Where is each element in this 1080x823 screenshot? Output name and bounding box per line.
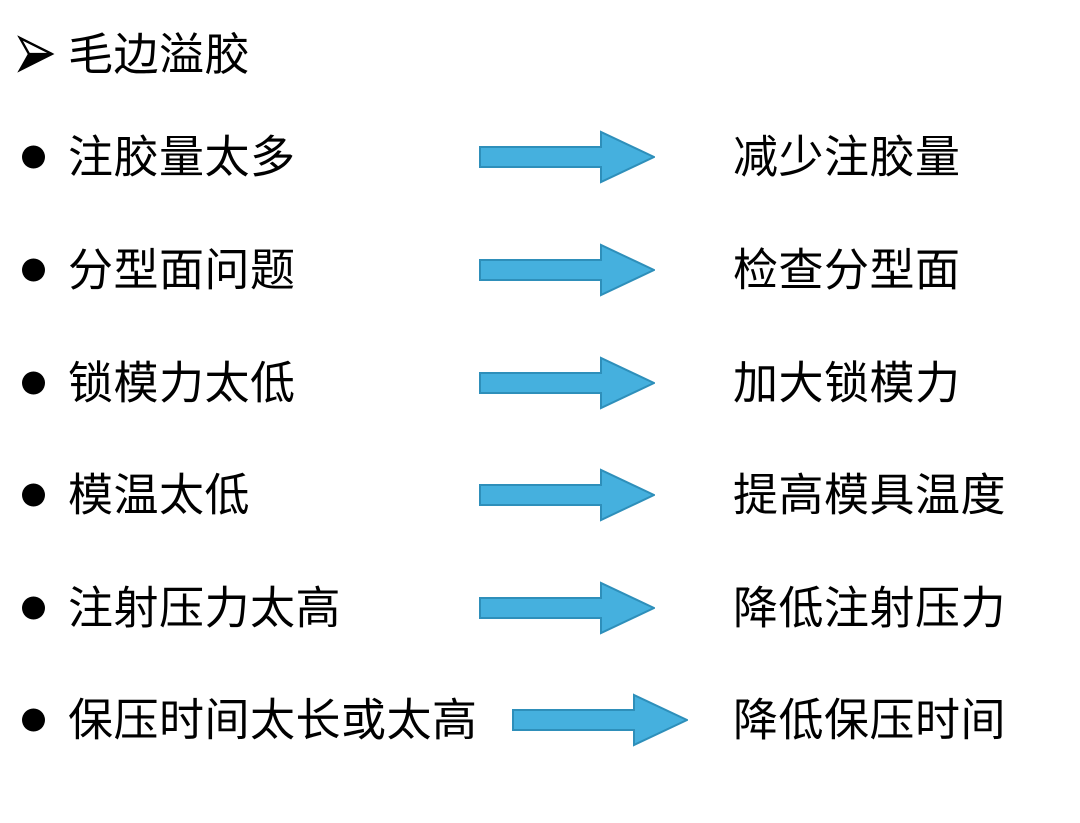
filled-circle-bullet-icon <box>22 483 45 507</box>
defect-row: 模温太低 提高模具温度 <box>0 445 1080 545</box>
heading-text: 毛边溢胶 <box>68 28 251 80</box>
right-arrow-icon <box>479 580 655 636</box>
filled-circle-bullet-icon <box>22 371 45 395</box>
remedy-text: 检查分型面 <box>733 244 961 296</box>
remedy-text: 减少注胶量 <box>733 131 961 183</box>
cause-text: 注射压力太高 <box>68 582 342 634</box>
filled-circle-bullet-icon <box>22 145 45 169</box>
right-arrow-icon <box>479 467 655 523</box>
heading-row: 毛边溢胶 <box>0 18 1080 90</box>
defect-row: 锁模力太低 加大锁模力 <box>0 333 1080 433</box>
filled-circle-bullet-icon <box>22 596 45 620</box>
chevron-arrowhead-bullet-icon <box>14 32 58 76</box>
defect-row: 注射压力太高 降低注射压力 <box>0 558 1080 658</box>
right-arrow-icon <box>512 692 688 748</box>
right-arrow-icon <box>479 242 655 298</box>
remedy-text: 提高模具温度 <box>733 469 1007 521</box>
remedy-text: 加大锁模力 <box>733 357 961 409</box>
filled-circle-bullet-icon <box>22 708 45 732</box>
defect-row: 保压时间太长或太高 降低保压时间 <box>0 670 1080 770</box>
remedy-text: 降低保压时间 <box>733 694 1007 746</box>
cause-text: 分型面问题 <box>68 244 296 296</box>
cause-text: 注胶量太多 <box>68 131 296 183</box>
right-arrow-icon <box>479 129 655 185</box>
defect-row: 分型面问题 检查分型面 <box>0 220 1080 320</box>
cause-text: 保压时间太长或太高 <box>68 694 478 746</box>
remedy-text: 降低注射压力 <box>733 582 1007 634</box>
cause-text: 锁模力太低 <box>68 357 296 409</box>
cause-text: 模温太低 <box>68 469 251 521</box>
filled-circle-bullet-icon <box>22 258 45 282</box>
right-arrow-icon <box>479 355 655 411</box>
defect-row: 注胶量太多 减少注胶量 <box>0 107 1080 207</box>
